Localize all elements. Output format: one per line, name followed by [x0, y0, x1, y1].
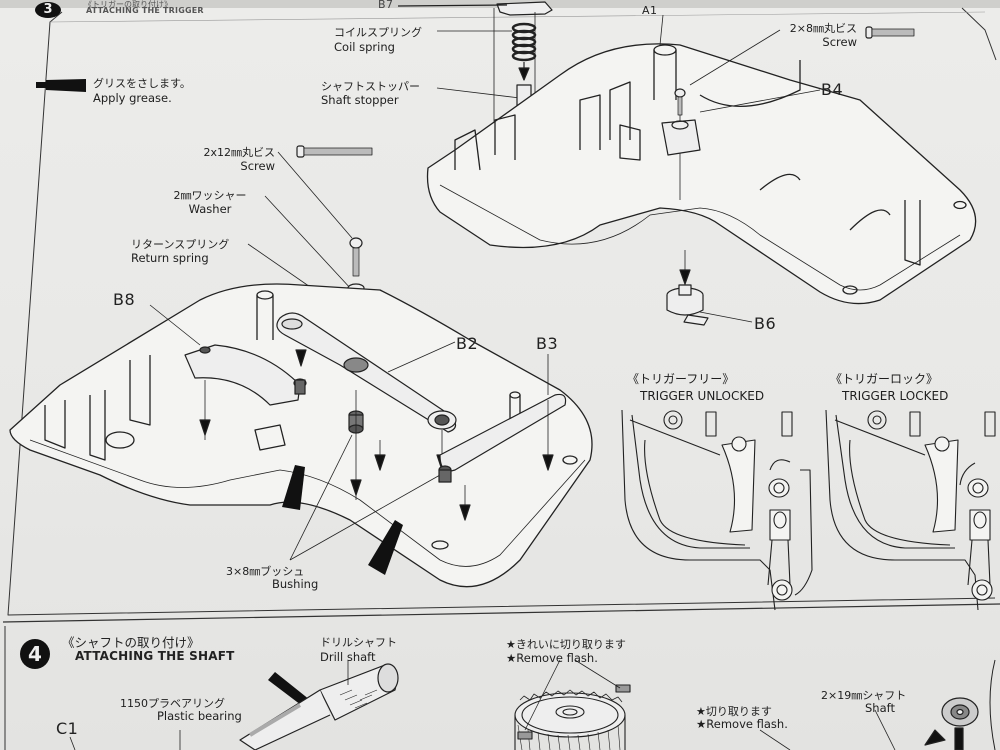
- part-b7-label: B7: [378, 0, 394, 11]
- step-4-number: 4: [20, 639, 50, 669]
- grease-note-jp: グリスをさします。: [93, 77, 191, 90]
- return-spring-label-en: Return spring: [131, 251, 209, 265]
- grease-note-en: Apply grease.: [93, 91, 172, 105]
- trigger-locked-label-en: TRIGGER LOCKED: [842, 389, 949, 403]
- remove-flash-2-label-en: ★Remove flash.: [696, 717, 788, 731]
- screw-2x12-part: [349, 237, 363, 277]
- washer-label-en: Washer: [188, 202, 232, 216]
- screw-2x8-label-jp: 2×8㎜丸ビス: [789, 22, 857, 35]
- bushing-label-jp: 3×8㎜ブッシュ: [226, 565, 305, 578]
- part-b3-label: B3: [536, 334, 559, 353]
- b7-plate: [397, 1, 553, 16]
- b8-part: [184, 344, 307, 406]
- washer-label-jp: 2㎜ワッシャー: [173, 189, 247, 202]
- remove-flash-1-label-jp: ★きれいに切り取ります: [506, 638, 626, 651]
- remove-flash-2-label-jp: ★切り取ります: [696, 705, 772, 718]
- step-3-title-jp: 《トリガーの取り付け》: [84, 0, 172, 9]
- coil-spring-label-en: Coil spring: [334, 40, 395, 54]
- shaft-stopper-label-en: Shaft stopper: [321, 93, 399, 107]
- screw-2x12-icon: [296, 145, 373, 158]
- trigger-unlocked-label-jp: 《トリガーフリー》: [627, 372, 735, 386]
- screw-2x12-label-jp: 2x12㎜丸ビス: [203, 146, 275, 159]
- screw-2x8-icon: [865, 26, 915, 39]
- step-4-title-en: ATTACHING THE SHAFT: [75, 649, 235, 663]
- step-3-title-en: ATTACHING THE TRIGGER: [86, 6, 204, 15]
- b4-part: [661, 119, 701, 156]
- grease-tube-icon: [268, 672, 310, 708]
- part-b2-label: B2: [456, 334, 479, 353]
- drill-shaft-label-en: Drill shaft: [320, 650, 376, 664]
- remove-flash-1-label-en: ★Remove flash.: [506, 651, 598, 665]
- part-c1-label: C1: [56, 719, 79, 738]
- part-b4-label: B4: [821, 80, 844, 99]
- step-3-number: 3: [35, 2, 61, 18]
- b6-part: [666, 284, 709, 326]
- screw-2x12-label-en: Screw: [240, 159, 275, 173]
- drill-shaft-part: [239, 663, 399, 750]
- part-a1-label: A1: [642, 4, 658, 17]
- shaft-end-part: [924, 697, 979, 750]
- lower-housing: [9, 283, 593, 588]
- grease-tube-icon: [282, 465, 305, 510]
- drill-shaft-label-jp: ドリルシャフト: [320, 636, 397, 649]
- grease-tube-icon: [368, 520, 403, 575]
- shaft-2x19-label-en: Shaft: [865, 701, 895, 715]
- b3-part: [438, 393, 567, 483]
- b2-part: [276, 312, 457, 433]
- coil-spring: [511, 22, 537, 62]
- coil-spring-label-jp: コイルスプリング: [334, 26, 422, 39]
- part-b6-label: B6: [754, 314, 777, 333]
- step-4-title-jp: 《シャフトの取り付け》: [62, 635, 200, 650]
- shaft-2x19-label-jp: 2×19㎜シャフト: [821, 689, 907, 702]
- gear-part: [514, 684, 631, 750]
- plastic-bearing-label-jp: 1150プラベアリング: [120, 697, 225, 710]
- bushing-label-en: Bushing: [272, 577, 319, 591]
- trigger-locked-label-jp: 《トリガーロック》: [830, 372, 939, 386]
- grease-tube-icon: [36, 79, 86, 92]
- trigger-unlocked-diagram: [621, 409, 813, 611]
- step3-frame: [7, 7, 997, 616]
- screw-2x8-label-en: Screw: [822, 35, 857, 49]
- a1-housing: [426, 43, 977, 305]
- part-b8-label: B8: [113, 290, 136, 309]
- step4-frame: [2, 603, 1000, 623]
- plastic-bearing-label-en: Plastic bearing: [157, 709, 242, 723]
- trigger-unlocked-label-en: TRIGGER UNLOCKED: [640, 389, 765, 403]
- shaft-stopper-label-jp: シャフトストッパー: [321, 80, 420, 93]
- trigger-locked-diagram: [825, 409, 996, 611]
- return-spring-label-jp: リターンスプリング: [131, 238, 230, 251]
